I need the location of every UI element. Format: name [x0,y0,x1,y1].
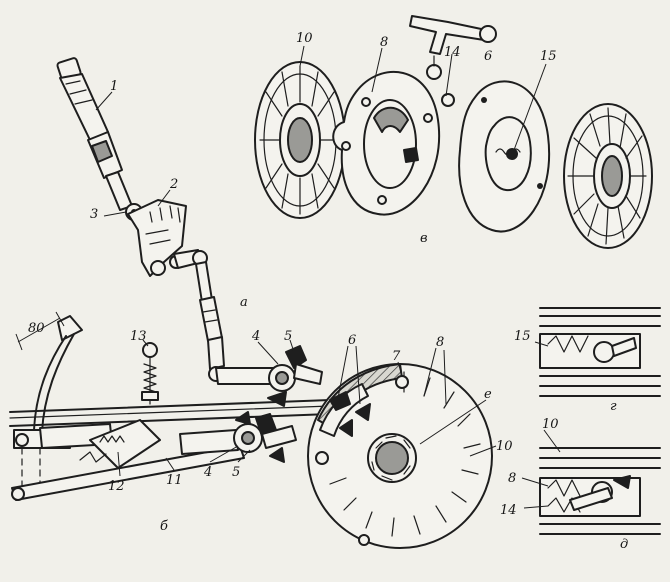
pedal-assembly [9,311,331,501]
label-5-upper: 5 [284,329,292,344]
exploded-brake-discs [254,15,653,249]
label-11: 11 [166,473,183,488]
label-12: 12 [108,479,125,494]
label-80: 80 [28,321,45,336]
leader-lines [95,45,561,509]
label-10-top: 10 [296,31,313,46]
label-8-detail: 8 [508,471,516,486]
label-8-mid: 8 [436,335,444,350]
label-10-mid: 10 [496,439,513,454]
label-1: 1 [110,79,118,94]
label-10-detail: 10 [542,417,559,432]
label-2: 2 [169,177,178,192]
label-4-upper: 4 [251,329,260,344]
label-v: в [420,231,428,246]
label-4-lower: 4 [203,465,212,480]
callout-labels: 1 2 3 10 8 14 6 15 в а 80 13 4 5 6 7 8 е… [28,31,628,552]
label-8-top: 8 [380,35,388,50]
detail-g [539,307,661,397]
label-15-detail: 15 [514,329,531,344]
label-14-detail: 14 [500,503,517,518]
label-b: б [160,519,168,534]
brake-housing [307,363,493,549]
label-d: д [620,537,628,552]
label-e: е [484,387,492,402]
label-g: г [610,399,617,414]
label-13: 13 [130,329,147,344]
label-5-lower: 5 [232,465,240,480]
label-7: 7 [392,349,401,364]
label-15-top: 15 [540,49,557,64]
label-6-top: 6 [484,49,492,64]
label-a: а [240,295,248,310]
label-3: 3 [90,207,98,222]
detail-d [539,447,661,535]
label-14-top: 14 [444,45,461,60]
label-6-mid: 6 [348,333,356,348]
brake-lever-assembly [56,57,323,407]
